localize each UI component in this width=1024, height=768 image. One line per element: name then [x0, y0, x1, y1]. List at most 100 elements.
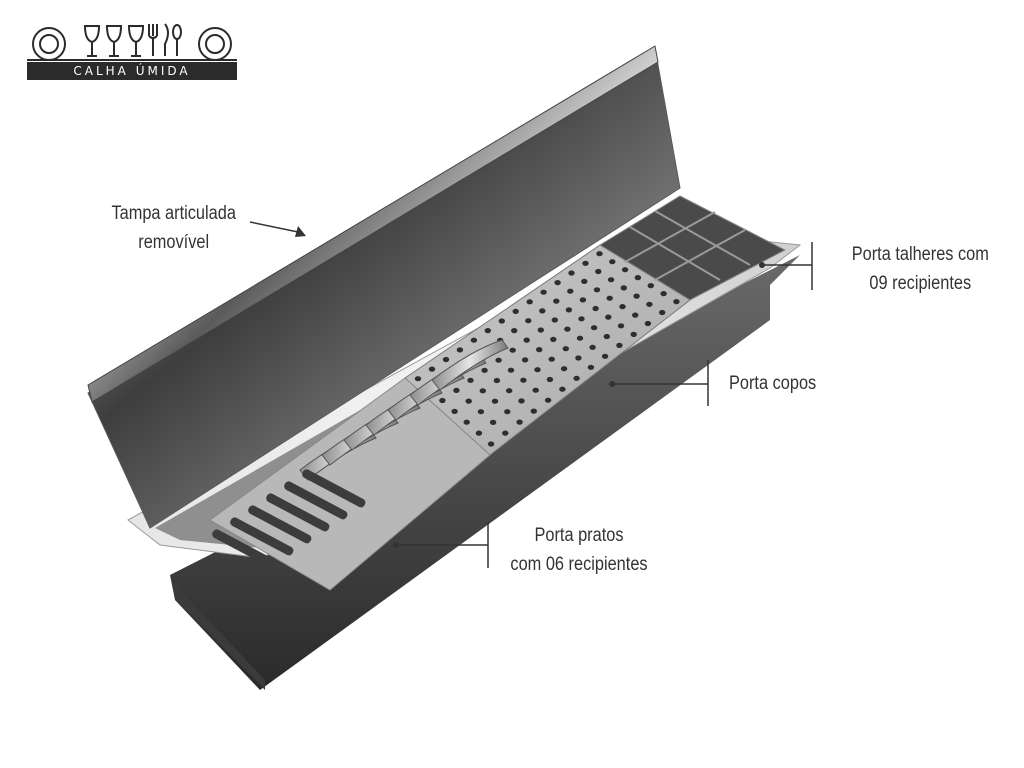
perforation-dot: [477, 409, 485, 415]
perforation-dot: [516, 419, 523, 425]
plate-slot: [302, 469, 366, 508]
perforation-dot: [479, 388, 486, 394]
perforation-dot: [520, 377, 527, 383]
perforation-dot: [521, 357, 529, 363]
perforation-dot: [525, 318, 532, 324]
logo-text: CALHA ÚMIDA: [27, 62, 237, 80]
callout-glasses-line1: Porta copos: [729, 373, 817, 394]
perforation-dot: [414, 376, 422, 382]
wine-glass-icon: [127, 25, 145, 57]
logo-icons: [27, 23, 237, 61]
fork-icon: [148, 24, 158, 56]
perforation-dot: [532, 387, 539, 393]
plate-icon: [198, 27, 232, 61]
perforation-dot: [603, 333, 610, 340]
perforation-dot: [619, 304, 626, 310]
callout-lid: Tampa articulada removível: [92, 199, 255, 257]
perforation-dot: [616, 342, 623, 348]
wine-glass-icon: [83, 25, 101, 57]
perforation-dot: [621, 267, 629, 273]
callout-cutlery-line2: 09 recipientes: [869, 273, 972, 294]
leader-lines: [249, 221, 813, 568]
perforation-dot: [536, 347, 543, 353]
perforation-dot: [511, 328, 518, 334]
perforation-dot: [660, 291, 667, 297]
perforation-dot: [546, 376, 554, 383]
perforation-dot: [475, 430, 483, 436]
perforation-dot: [442, 356, 450, 363]
perforation-dot: [567, 288, 574, 294]
plate-divider: [431, 339, 509, 391]
perforation-dot: [550, 336, 557, 342]
perforation-dot: [564, 326, 571, 332]
perforation-dot: [647, 283, 654, 289]
perforation-dot: [463, 419, 470, 425]
perforation-dot: [633, 293, 640, 299]
perforation-dot: [465, 398, 472, 404]
plate-slot: [230, 517, 294, 556]
perforation-dot: [620, 285, 627, 291]
perforation-dot: [582, 260, 589, 266]
perforation-dot: [578, 316, 585, 322]
plate-slot: [248, 505, 312, 544]
arrowhead: [295, 226, 306, 237]
perforation-dot: [576, 335, 584, 341]
perforation-dot: [493, 377, 501, 384]
plate-slot: [212, 529, 276, 568]
perforation-dot: [439, 397, 446, 404]
perforation-dot: [601, 353, 609, 359]
perforation-dot: [553, 298, 560, 304]
perforation-dot: [498, 318, 505, 324]
callout-plates: Porta pratos com 06 recipientes: [493, 521, 665, 579]
perforation-dot: [507, 367, 515, 373]
perforation-dot: [489, 419, 497, 425]
perforation-dot: [646, 301, 653, 307]
perforation-dot: [523, 337, 530, 343]
perforation-dot: [551, 317, 558, 323]
perforation-dot: [605, 314, 612, 320]
perforation-dot: [548, 356, 555, 362]
perforation-dot: [506, 388, 513, 394]
plate-rack: [209, 377, 491, 591]
callout-lid-line2: removível: [138, 232, 210, 253]
perforation-dot: [634, 275, 642, 281]
perforation-dot: [537, 327, 544, 333]
perforation-dot: [453, 387, 460, 393]
plate-slots: [212, 339, 509, 568]
perforation-dot: [512, 308, 519, 314]
perforation-dot: [592, 305, 599, 312]
callout-lid-line1: Tampa articulada: [111, 203, 236, 224]
perforation-dot: [596, 251, 603, 257]
wine-glass-icon: [105, 25, 123, 57]
perforation-dot: [428, 366, 436, 372]
perforation-dot: [484, 328, 491, 334]
perforation-dot: [587, 364, 595, 370]
perforation-dot: [609, 259, 616, 265]
plate-icon: [32, 27, 66, 61]
callout-cutlery: Porta talheres com 09 recipientes: [830, 240, 1011, 298]
brand-logo: CALHA ÚMIDA: [27, 18, 237, 80]
perforation-dot: [590, 325, 598, 331]
perforation-dot: [575, 355, 582, 361]
perforation-dot: [504, 409, 511, 415]
callout-plates-line1: Porta pratos: [534, 525, 624, 546]
perforation-dot: [456, 347, 464, 353]
perforation-dot: [544, 397, 552, 403]
plate-slot: [266, 493, 330, 532]
perforation-dot: [470, 337, 478, 343]
perforation-dot: [518, 398, 525, 404]
perforation-dot: [526, 299, 533, 305]
perforation-dot: [607, 277, 615, 283]
perforation-dot: [530, 408, 537, 414]
perforation-dot: [673, 299, 680, 305]
perforation-dot: [502, 430, 509, 436]
perforation-dot: [581, 278, 588, 284]
perforation-dot: [606, 295, 613, 301]
perforation-dot: [617, 323, 625, 329]
perforation-dot: [554, 280, 561, 286]
perforation-dot: [559, 386, 566, 392]
perforation-dot: [565, 307, 573, 313]
perforation-dot: [495, 357, 502, 363]
